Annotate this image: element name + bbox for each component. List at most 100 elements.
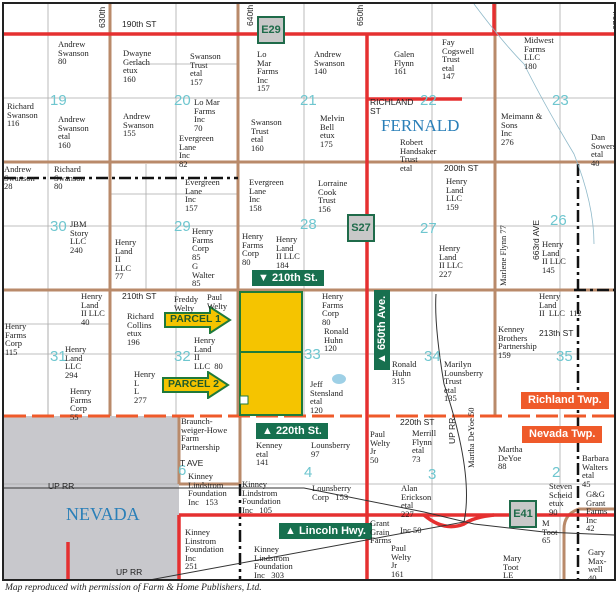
section-number: 22 (420, 92, 437, 109)
owner-label: Henry Farms Corp 80 (322, 291, 344, 327)
owner-label: Kinney Linstrom Foundation Inc 251 (185, 527, 224, 571)
owner-label: Henry Land II LLC 80 (194, 335, 223, 371)
owner-label: Henry Land II LLC 77 (115, 237, 137, 281)
owner-label: Dan Sowers etal 40 (591, 132, 616, 168)
section-number: 2 (552, 464, 561, 481)
town-fernald: FERNALD (381, 116, 460, 135)
section-number: 26 (550, 212, 567, 229)
owner-label: Andrew Swanson etal 160 (58, 114, 89, 150)
owner-label: Andrew Swanson 155 (123, 111, 154, 138)
road-label: T AVE (180, 458, 204, 468)
railroad (4, 293, 614, 579)
owner-label: Paul Welty Jr 161 (391, 543, 412, 579)
road-label: 210th ST (122, 291, 157, 301)
road-label: 650th (355, 4, 365, 26)
owner-label: Kinney Lindstrom Foundation Inc 105 (242, 479, 281, 515)
owner-label: Martha DeYoe 88 (498, 444, 523, 471)
owner-label: Richard Swanson 80 (54, 164, 85, 191)
owner-label: JBM Story LLC 240 (70, 219, 89, 255)
section-number: 6 (178, 462, 187, 479)
owner-label: Galen Flynn 161 (394, 49, 415, 76)
owner-label: Grant Grain Farms (370, 518, 392, 545)
owner-label: Henry L L 277 (134, 369, 156, 405)
road-network (4, 4, 614, 579)
parcel-1-arrow[interactable]: PARCEL 1 (164, 306, 232, 334)
owner-label: Henry Land LLC 294 (65, 344, 87, 380)
town-nevada: NEVADA (66, 504, 140, 524)
owner-label: Steven Scheid etux 90 (549, 481, 573, 517)
section-number: 20 (174, 92, 191, 109)
map-credit-caption: Map reproduced with permission of Farm &… (5, 583, 262, 593)
owner-label: Henry Farms Corp 80 (242, 231, 264, 267)
road-label: 190th ST (122, 19, 157, 29)
owner-label: Kenney Brothers Partnership 159 (498, 324, 537, 360)
county-road-shield-e41: E41 (509, 500, 537, 528)
road-label: 200th ST (444, 163, 479, 173)
road-label: 640th (245, 4, 255, 26)
owner-label: Lounsberry Corp 153 (312, 483, 352, 502)
owner-label: Marlene Flynn 77 (498, 225, 508, 286)
owner-label: Mary Toot LE (503, 553, 522, 580)
owner-label: Freddy Welty (174, 294, 199, 313)
owner-label: Henry Land II LLC 112 (539, 291, 582, 318)
owner-label: Lounsberry 97 (311, 440, 351, 459)
owner-label: Andrew Swanson 140 (314, 49, 345, 76)
owner-label: Merrill Flynn etal 73 (412, 428, 437, 464)
owner-label: Henry Land II LLC 227 (439, 243, 463, 279)
parcel-2-arrow[interactable]: PARCEL 2 (162, 371, 230, 399)
subject-parcel-1[interactable] (239, 291, 303, 353)
owner-label: Henry Land LLC 159 (446, 176, 468, 212)
subject-parcel-2[interactable] (239, 351, 303, 416)
owner-label: Jeff Stensland etal 120 (310, 379, 344, 415)
section-number: 27 (420, 220, 437, 237)
owner-label: Evergreen Lane Inc 82 (179, 133, 214, 169)
section-number: 35 (556, 348, 573, 365)
owner-label: Dwayne Gerlach etux 160 (123, 48, 152, 84)
owner-label: Henry Farms Corp 55 (70, 386, 92, 422)
owner-label: Henry Land II LLC 145 (542, 239, 566, 275)
road-label: 663rd AVE (531, 219, 541, 260)
section-number: 34 (424, 348, 441, 365)
section-number: 23 (552, 92, 569, 109)
owner-label: Lorraine Cook Trust 156 (318, 178, 348, 214)
owner-label: Martha DeYoe 50 (466, 407, 476, 468)
arrow-right-icon (162, 371, 230, 399)
owner-label: Evergreen Lane Inc 157 (185, 177, 220, 213)
road-label: 670th (611, 8, 616, 30)
owner-label: Marilyn Lounsberry Trust etal 135 (444, 359, 484, 403)
owner-label: Ronald Huhn 315 (392, 359, 417, 386)
owner-label: Andrew Swanson 28 (4, 164, 35, 191)
owner-label: Henry Land II LLC 40 (81, 291, 105, 327)
owner-label: Swanson Trust etal 157 (190, 51, 221, 87)
road-label: UP RR (116, 567, 143, 577)
owner-label: Inc 50 (400, 525, 422, 535)
section-number: 19 (50, 92, 67, 109)
owner-label: Fay Cogswell Trust etal 147 (442, 37, 475, 81)
section-number: 29 (174, 218, 191, 235)
owner-label: Henry Farms Corp 115 (5, 321, 27, 357)
label-richland-twp: Richland Twp. (521, 392, 609, 409)
owner-label: Gary Max- well 40 (588, 547, 607, 581)
owner-label: Ronald Huhn 120 (324, 326, 349, 353)
banner-210th-st: ▼ 210th St. (252, 270, 324, 286)
owner-label: Kinney Lindstrom Foundation Inc 303 (254, 544, 293, 580)
owner-label: G Walter 85 (192, 261, 215, 288)
owner-label: Henry Land II LLC 184 (276, 234, 300, 270)
county-roads (4, 4, 614, 579)
owner-label: Richard Swanson 116 (7, 101, 38, 128)
owner-label: Lo Mar Farms Inc 70 (194, 97, 220, 133)
parcel-1-label: PARCEL 1 (170, 313, 221, 325)
banner-lincoln-hwy: ▲ Lincoln Hwy. (279, 523, 372, 539)
section-number: 32 (174, 348, 191, 365)
highways (4, 4, 614, 579)
owner-label: G&G Grant Farms Inc 42 (586, 489, 608, 533)
owner-label: Braunch- weiger-Howe Farm Partnership (181, 416, 228, 452)
owner-label: Paul Welty (207, 292, 228, 311)
section-number: 30 (50, 218, 67, 235)
section-number: 3 (428, 466, 437, 483)
road-label: UP RR (48, 481, 75, 491)
creek (473, 4, 595, 245)
owner-label: Alan Erickson etal 227 (401, 483, 432, 519)
owner-label: Paul Welty Jr 50 (370, 429, 391, 465)
